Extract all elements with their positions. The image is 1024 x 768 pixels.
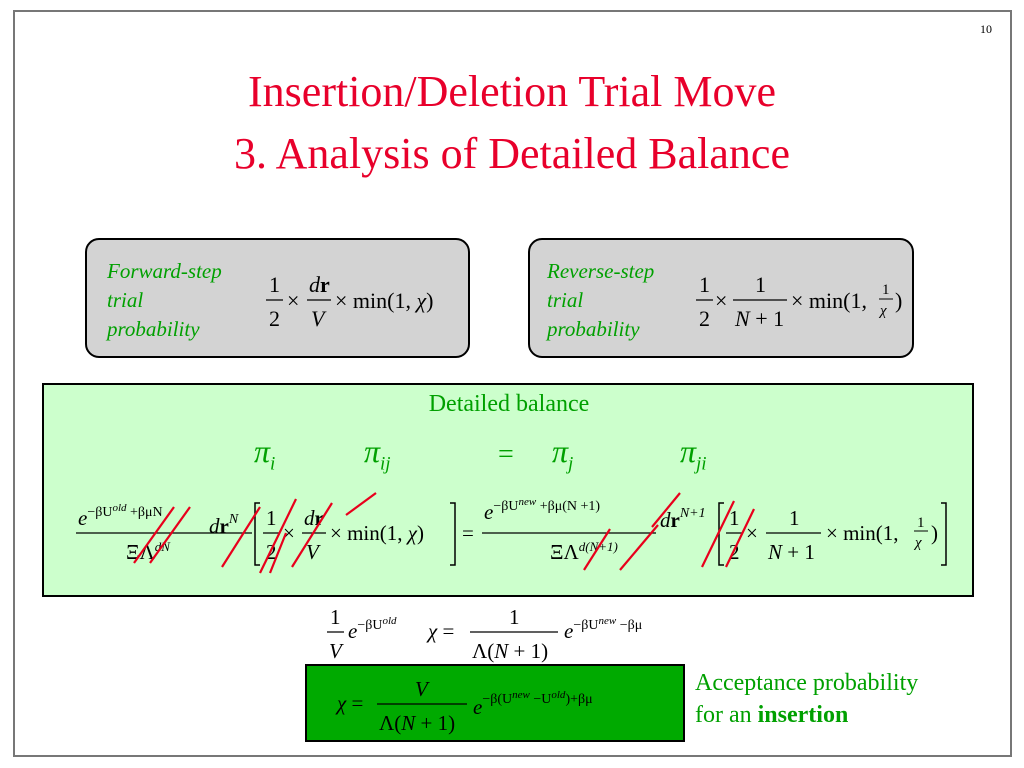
svg-text:=: = [462, 521, 474, 545]
svg-text:×: × [283, 521, 295, 545]
svg-text:V: V [311, 306, 327, 331]
acceptance-formula-panel: χ = V Λ(N + 1) e−β(Unew −Uold)+βμ [305, 664, 685, 742]
svg-text:e−βUold +βμN: e−βUold +βμN [78, 502, 163, 530]
svg-text:×: × [287, 288, 299, 313]
equals-sign: = [498, 439, 514, 470]
insertion-emphasis: insertion [757, 702, 849, 728]
slide-subtitle: 3. Analysis of Detailed Balance [234, 129, 790, 178]
svg-text:× min(1,: × min(1, [826, 521, 899, 545]
cancellation-strikes [133, 492, 755, 574]
svg-text:×: × [715, 288, 727, 313]
svg-text:dr: dr [309, 272, 330, 297]
svg-text:1: 1 [699, 272, 710, 297]
svg-text:1: 1 [789, 506, 800, 530]
reverse-step-label: Reverse-step trial probability [547, 259, 655, 341]
svg-text:1: 1 [330, 605, 341, 629]
reverse-probability-formula: 1 2 × 1 N + 1 × min(1, 1 χ ) [696, 272, 902, 331]
svg-text:Λ(N + 1): Λ(N + 1) [379, 711, 455, 735]
svg-text:1: 1 [269, 272, 280, 297]
svg-text:N + 1: N + 1 [734, 306, 784, 331]
svg-text:χ =: χ = [426, 619, 454, 643]
svg-text:N + 1: N + 1 [767, 540, 815, 564]
pi-i-symbol: πi [254, 433, 276, 475]
reverse-step-panel: Reverse-step trial probability 1 2 × 1 N… [528, 238, 914, 358]
detailed-balance-panel: Detailed balance πi πij = πj πji e−βUold… [42, 383, 974, 597]
svg-text:× min(1, χ): × min(1, χ) [330, 521, 424, 545]
detailed-balance-equation: e−βUold +βμN ΞΛdN drN 1 2 × dr V × min(1… [76, 492, 947, 574]
svg-text:1: 1 [729, 506, 740, 530]
slide-title: Insertion/Deletion Trial Move [248, 67, 776, 116]
svg-text:V: V [415, 677, 430, 701]
intermediate-equation: 1 V e−βUold χ = 1 Λ(N + 1) e−βUnew −βμ [327, 605, 642, 663]
svg-text:): ) [895, 288, 902, 313]
pi-ji-symbol: πji [680, 433, 707, 475]
svg-text:2: 2 [269, 306, 280, 331]
svg-text:1: 1 [266, 506, 277, 530]
svg-text:e−βUnew +βμ(N +1): e−βUnew +βμ(N +1) [484, 496, 600, 524]
svg-text:× min(1,: × min(1, [791, 288, 867, 313]
svg-text:Λ(N + 1): Λ(N + 1) [472, 639, 548, 663]
svg-text:1: 1 [755, 272, 766, 297]
svg-text:e−βUold: e−βUold [348, 615, 397, 643]
detailed-balance-title: Detailed balance [428, 391, 590, 417]
slide-frame [13, 10, 1012, 757]
forward-step-panel: Forward-step trial probability 1 2 × dr … [85, 238, 470, 358]
svg-text:drN: drN [209, 512, 239, 538]
svg-text:e−β(Unew −Uold)+βμ: e−β(Unew −Uold)+βμ [473, 689, 593, 719]
svg-text:): ) [931, 521, 938, 545]
svg-text:ΞΛd(N+1): ΞΛd(N+1) [550, 539, 618, 564]
pi-j-symbol: πj [552, 433, 574, 475]
svg-text:χ: χ [878, 303, 887, 319]
forward-probability-formula: 1 2 × dr V × min(1, χ) [266, 272, 433, 331]
svg-text:χ =: χ = [335, 691, 363, 715]
svg-text:2: 2 [699, 306, 710, 331]
svg-text:× min(1, χ): × min(1, χ) [335, 288, 433, 313]
svg-text:V: V [306, 540, 321, 564]
acceptance-formula: χ = V Λ(N + 1) e−β(Unew −Uold)+βμ [335, 677, 593, 735]
svg-text:×: × [746, 521, 758, 545]
pi-ij-symbol: πij [364, 433, 391, 475]
svg-text:1: 1 [882, 282, 890, 298]
svg-text:1: 1 [917, 515, 925, 531]
forward-step-label: Forward-step trial probability [107, 259, 222, 341]
svg-text:1: 1 [509, 605, 520, 629]
svg-text:V: V [329, 639, 344, 663]
slide-number: 10 [980, 22, 992, 36]
svg-text:dr: dr [304, 506, 324, 530]
svg-text:e−βUnew −βμ: e−βUnew −βμ [564, 615, 642, 643]
acceptance-caption: Acceptance probability for an insertion [695, 670, 919, 728]
svg-text:χ: χ [913, 535, 922, 551]
